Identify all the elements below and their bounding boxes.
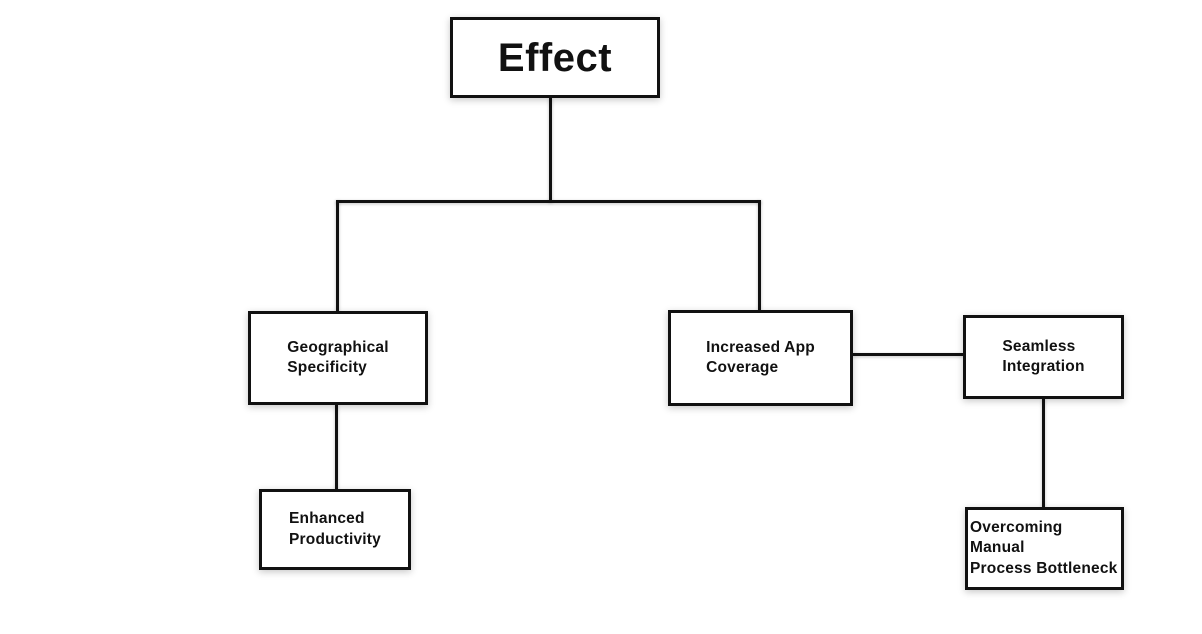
edge-geographical-to-enhanced (335, 404, 338, 490)
node-enhanced-productivity[interactable]: Enhanced Productivity (259, 489, 411, 570)
node-effect-label: Effect (497, 35, 613, 80)
node-increased-app-coverage[interactable]: Increased App Coverage (668, 310, 853, 406)
edge-effect-to-increased (758, 200, 761, 311)
node-seamless-integration[interactable]: Seamless Integration (963, 315, 1124, 399)
node-effect[interactable]: Effect (450, 17, 660, 98)
edge-effect-to-geographical (336, 200, 339, 311)
node-overcoming-manual-process-bottleneck-label: Overcoming Manual Process Bottleneck (970, 518, 1118, 577)
edge-effect-stem (549, 97, 552, 202)
node-geographical-specificity[interactable]: Geographical Specificity (248, 311, 428, 405)
node-increased-app-coverage-label: Increased App Coverage (706, 338, 815, 376)
node-overcoming-manual-process-bottleneck[interactable]: Overcoming Manual Process Bottleneck (965, 507, 1124, 590)
node-geographical-specificity-label: Geographical Specificity (287, 338, 389, 376)
edge-increased-to-seamless (852, 353, 964, 356)
edge-seamless-to-overcoming (1042, 398, 1045, 508)
node-seamless-integration-label: Seamless Integration (1002, 337, 1085, 375)
node-enhanced-productivity-label: Enhanced Productivity (289, 510, 381, 548)
edge-branch-bar (336, 200, 761, 203)
